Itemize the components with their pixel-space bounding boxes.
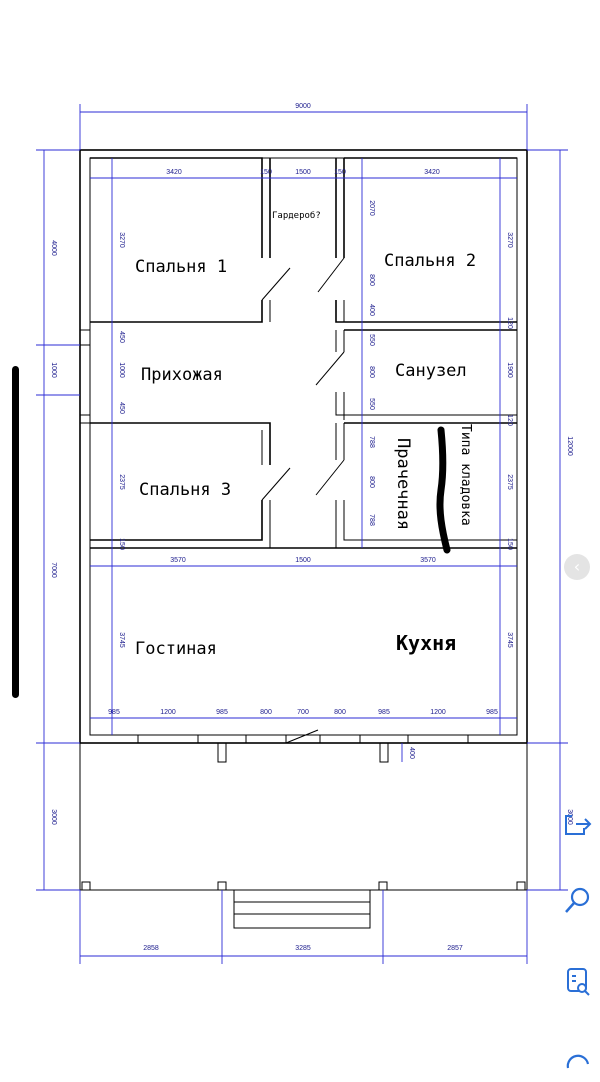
svg-text:400: 400 [368,304,375,316]
svg-text:1200: 1200 [160,709,176,716]
svg-text:800: 800 [260,709,272,716]
svg-text:150: 150 [334,169,346,176]
svg-text:2375: 2375 [118,474,125,490]
svg-text:1000: 1000 [50,362,57,378]
room-laundry: Прачечная [393,438,413,530]
prev-arrow-button[interactable]: ‹ [564,554,590,580]
svg-text:1900: 1900 [506,362,513,378]
svg-text:800: 800 [368,274,375,286]
svg-text:985: 985 [378,709,390,716]
svg-text:3570: 3570 [420,557,436,564]
svg-text:7000: 7000 [50,562,57,578]
svg-text:3420: 3420 [424,169,440,176]
svg-text:4000: 4000 [50,240,57,256]
dimension-labels: 9000 3420 150 1500 150 3420 4000 1000 70… [50,103,573,952]
svg-text:1500: 1500 [295,169,311,176]
svg-text:3285: 3285 [295,945,311,952]
svg-text:985: 985 [216,709,228,716]
dimension-lines [36,104,568,964]
svg-text:985: 985 [108,709,120,716]
svg-text:150: 150 [260,169,272,176]
svg-text:800: 800 [334,709,346,716]
svg-text:788: 788 [368,514,375,526]
svg-text:3570: 3570 [170,557,186,564]
refresh-icon[interactable] [562,1050,594,1082]
room-hallway: Прихожая [141,365,223,385]
room-bedroom-1: Спальня 1 [135,257,227,277]
svg-text:788: 788 [368,436,375,448]
svg-text:1000: 1000 [118,362,125,378]
svg-text:150: 150 [118,538,125,550]
svg-text:3000: 3000 [50,809,57,825]
svg-text:550: 550 [368,334,375,346]
room-bathroom: Санузел [395,361,467,381]
svg-text:120: 120 [506,414,513,426]
svg-text:3270: 3270 [118,232,125,248]
dim-total-width: 9000 [295,103,311,110]
scroll-handle[interactable] [12,366,19,698]
svg-text:2857: 2857 [447,945,463,952]
room-bedroom-2: Спальня 2 [384,251,476,271]
svg-text:2858: 2858 [143,945,159,952]
svg-text:1200: 1200 [430,709,446,716]
svg-text:985: 985 [486,709,498,716]
svg-text:2070: 2070 [368,200,375,216]
room-kitchen: Кухня [396,631,456,655]
share-icon[interactable] [562,808,594,840]
note-closet: Типа кладовка [458,424,473,526]
svg-text:3745: 3745 [506,632,513,648]
svg-text:550: 550 [368,398,375,410]
walls [79,149,528,929]
svg-text:400: 400 [408,747,415,759]
svg-text:800: 800 [368,366,375,378]
svg-text:800: 800 [368,476,375,488]
svg-text:12000: 12000 [566,436,573,456]
svg-text:3420: 3420 [166,169,182,176]
svg-text:450: 450 [118,402,125,414]
svg-text:3270: 3270 [506,232,513,248]
svg-text:2375: 2375 [506,474,513,490]
room-living: Гостиная [135,639,217,659]
svg-text:700: 700 [297,709,309,716]
marker-stroke [436,426,451,554]
svg-text:120: 120 [506,317,513,329]
room-bedroom-3: Спальня 3 [139,480,231,500]
svg-text:150: 150 [506,538,513,550]
svg-text:3000: 3000 [566,809,573,825]
svg-text:450: 450 [118,331,125,343]
room-labels: Спальня 1 Спальня 2 Гардероб? Прихожая С… [135,210,476,659]
svg-text:1500: 1500 [295,557,311,564]
lens-icon[interactable] [562,966,594,998]
search-icon[interactable] [562,884,594,916]
svg-text:3745: 3745 [118,632,125,648]
room-wardrobe: Гардероб? [272,210,321,221]
